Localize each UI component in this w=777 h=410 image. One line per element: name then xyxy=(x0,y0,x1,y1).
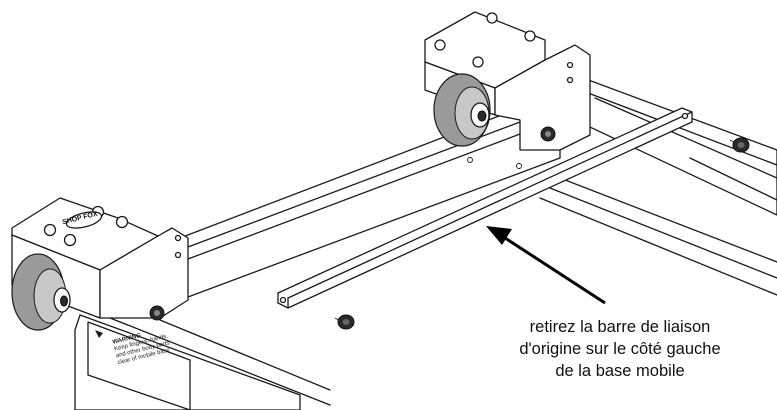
right-caster xyxy=(424,11,591,151)
pointer-arrow xyxy=(486,226,606,305)
screw-left xyxy=(334,314,355,330)
tie-bar xyxy=(277,107,693,309)
screw-right xyxy=(729,137,750,153)
caption-line-3: de la base mobile xyxy=(555,362,685,380)
left-caster xyxy=(11,197,189,331)
caption-line-1: retirez la barre de liaison xyxy=(529,318,711,336)
instruction-caption: retirez la barre de liaison d'origine su… xyxy=(470,316,770,382)
caption-line-2: d'origine sur le côté gauche xyxy=(519,340,721,358)
warning-label xyxy=(87,321,191,410)
